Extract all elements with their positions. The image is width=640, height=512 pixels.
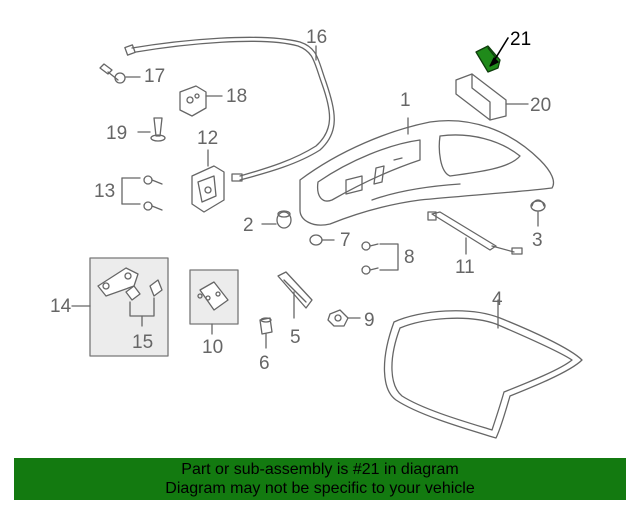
- callout-8: 8: [404, 247, 415, 268]
- banner-line-part-reference: Part or sub-assembly is #21 in diagram: [181, 461, 459, 478]
- callout-6: 6: [259, 353, 270, 374]
- part-14-15-hinge-kit: [71, 257, 169, 357]
- callout-1: 1: [400, 90, 411, 111]
- parts-diagram: [71, 36, 583, 439]
- part-21-highlighted: [475, 37, 509, 73]
- part-7-pin: [309, 234, 335, 246]
- callout-4: 4: [492, 289, 503, 310]
- part-17-bolt: [99, 63, 141, 84]
- part-3-grommet: [530, 199, 546, 227]
- part-10-plate-kit: [189, 269, 239, 335]
- callout-19: 19: [106, 123, 128, 144]
- callout-12: 12: [197, 128, 219, 149]
- part-2-bumper: [261, 210, 292, 229]
- callout-3: 3: [532, 230, 543, 251]
- callout-7: 7: [340, 230, 351, 251]
- part-1-deck-lid: [299, 117, 555, 226]
- callout-9: 9: [364, 310, 375, 331]
- callout-20: 20: [530, 95, 552, 116]
- part-11-gas-strut: [427, 211, 523, 255]
- part-5-bracket: [277, 271, 313, 319]
- callout-11: 11: [455, 257, 475, 278]
- part-20-module: [455, 73, 529, 121]
- callout-14: 14: [50, 296, 72, 317]
- callout-5: 5: [290, 327, 301, 348]
- part-8-bolts: [361, 241, 399, 275]
- part-18-bracket: [179, 85, 223, 117]
- part-19-stud: [137, 117, 166, 142]
- callout-15: 15: [132, 332, 154, 353]
- part-16-release-cable: [124, 36, 335, 182]
- part-6-clip: [259, 317, 273, 349]
- callout-16: 16: [306, 27, 328, 48]
- part-info-banner: Part or sub-assembly is #21 in diagram D…: [14, 458, 626, 500]
- callout-10: 10: [202, 337, 224, 358]
- part-12-latch: [191, 149, 225, 213]
- callout-21: 21: [510, 29, 532, 50]
- callout-13: 13: [94, 181, 116, 202]
- part-13-bolts: [121, 175, 163, 211]
- part-4-weatherstrip: [383, 299, 583, 439]
- part-9-nut: [327, 309, 361, 327]
- callout-17: 17: [144, 66, 166, 87]
- banner-line-disclaimer: Diagram may not be specific to your vehi…: [165, 480, 475, 497]
- callout-2: 2: [243, 215, 254, 236]
- callout-18: 18: [226, 86, 248, 107]
